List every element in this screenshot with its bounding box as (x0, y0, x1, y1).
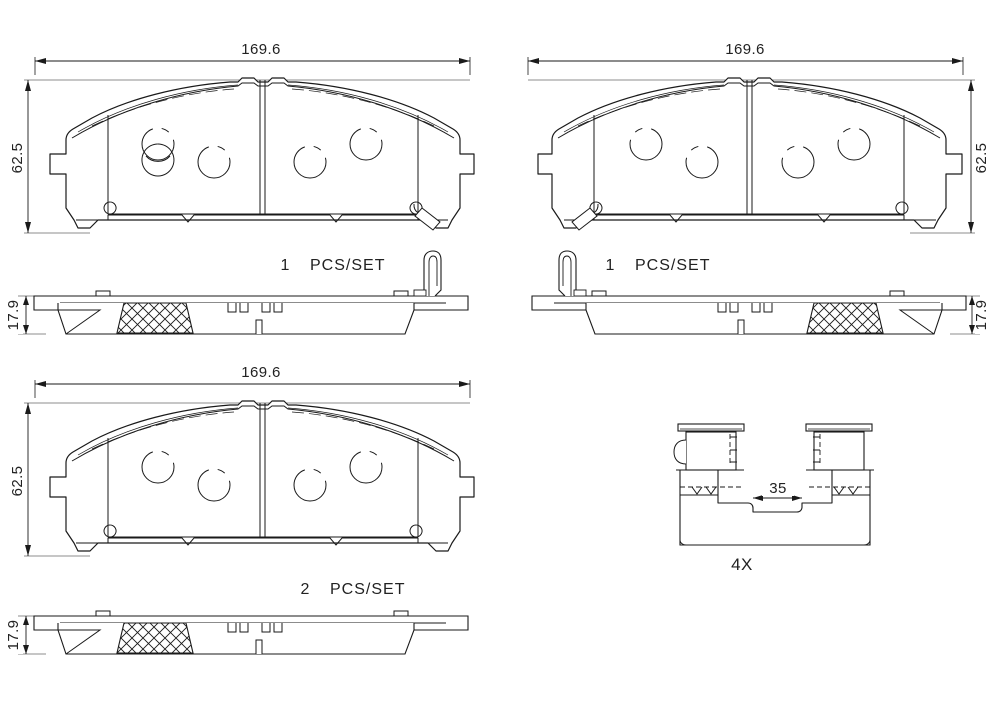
dimension-value-width: 169.6 (241, 41, 281, 58)
quantity-unit: PCS/SET (330, 581, 405, 598)
wear-sensor-tab (571, 203, 599, 231)
dimension-value-thickness: 17.9 (5, 620, 22, 651)
wear-sensor-tab (413, 203, 441, 231)
dimension-height-top-right: 62.5 (528, 79, 994, 234)
friction-material-section (116, 302, 194, 334)
pad-recess-holes (629, 127, 871, 179)
dimension-thickness-bottom-left: 17.9 (5, 615, 46, 655)
dimension-value-height: 62.5 (9, 466, 26, 497)
dimension-value-clip-width: 35 (769, 480, 787, 497)
view-hardware-clip: 35 4X (673, 423, 874, 574)
dimension-value-width: 169.6 (241, 364, 281, 381)
pad-recess-holes (141, 450, 383, 502)
wear-sensor-clip-side (558, 250, 587, 297)
pad-side-top-left: 17.9 (5, 250, 469, 335)
clip-right-upright (805, 423, 874, 496)
view-pad-top-right: 169.6 62.5 (527, 38, 995, 335)
dimension-value-thickness: 17.9 (5, 300, 22, 331)
dimension-width-bottom-left: 169.6 (34, 361, 471, 398)
dimension-width-top-left: 169.6 (34, 38, 471, 75)
pad-side-top-right: 17.9 (531, 250, 995, 335)
dimension-value-height: 62.5 (973, 143, 990, 174)
pad-side-bottom-left: 17.9 (5, 610, 469, 655)
view-pad-bottom-left: 169.6 62.5 (5, 361, 475, 655)
quantity-label-top-left: 1 PCS/SET (281, 257, 385, 274)
wear-sensor-clip-side (413, 250, 442, 297)
view-pad-top-left: 169.6 62.5 (5, 38, 475, 335)
dimension-thickness-top-right: 17.9 (950, 295, 995, 335)
pad-recess-holes (141, 127, 383, 179)
pad-face-bottom-left (49, 400, 475, 552)
dimension-value-width: 169.6 (725, 41, 765, 58)
clip-left-upright (673, 423, 745, 496)
quantity-value: 2 (301, 581, 310, 598)
pad-face-top-right (537, 77, 963, 231)
dimension-height-bottom-left: 62.5 (8, 402, 470, 557)
pad-face-top-left (49, 77, 475, 231)
dimension-clip-width: 35 (753, 478, 802, 501)
dimension-width-top-right: 169.6 (527, 38, 964, 75)
friction-material-section (116, 622, 194, 654)
quantity-value: 1 (606, 257, 615, 274)
quantity-label-top-right: 1 PCS/SET (606, 257, 710, 274)
quantity-unit: PCS/SET (310, 257, 385, 274)
dimension-value-thickness: 17.9 (973, 300, 990, 331)
friction-material-section (806, 302, 884, 334)
quantity-value: 1 (281, 257, 290, 274)
hardware-quantity-label: 4X (731, 555, 753, 574)
dimension-value-height: 62.5 (9, 143, 26, 174)
quantity-unit: PCS/SET (635, 257, 710, 274)
quantity-label-bottom-left: 2 PCS/SET (301, 581, 405, 598)
